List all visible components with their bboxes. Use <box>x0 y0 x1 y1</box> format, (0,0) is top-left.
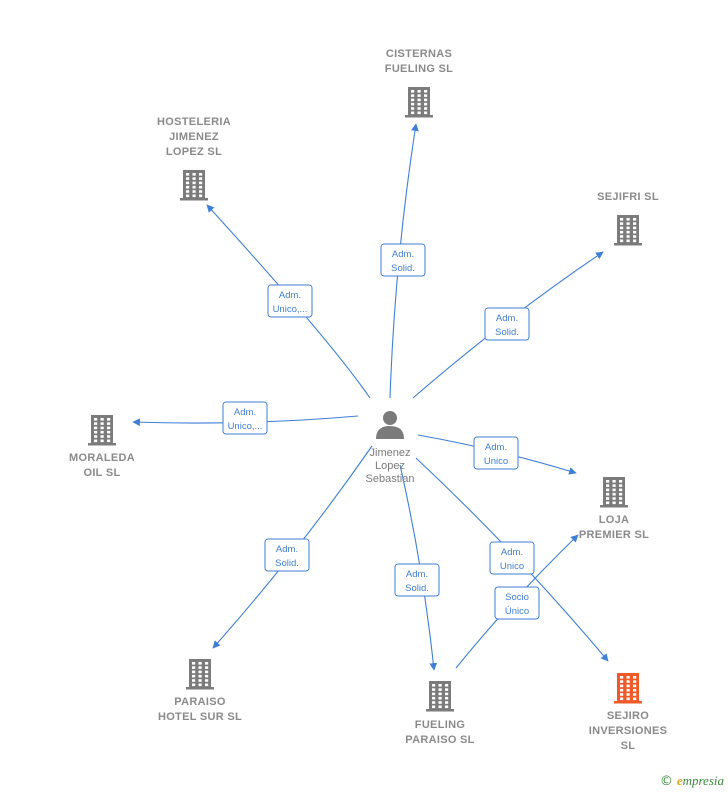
brand-initial: e <box>676 773 683 788</box>
company-label-loja-line: LOJA <box>599 514 630 526</box>
relation-badge-line: Único <box>505 606 529 617</box>
relation-badge-line: Adm. <box>234 407 256 418</box>
relation-badge[interactable]: Adm. Unico <box>473 436 519 470</box>
relation-badge-line: Solid. <box>495 327 519 338</box>
relation-badge-text: Adm. Unico <box>500 547 524 572</box>
relation-badge-text: Adm. Solid. <box>275 544 299 569</box>
relation-badge-line: Adm. <box>279 290 301 301</box>
company-building-icon-hosteleria[interactable] <box>180 170 208 201</box>
company-label-loja-line: PREMIER SL <box>579 529 649 541</box>
relation-badge[interactable]: Adm. Solid. <box>380 243 426 277</box>
company-label-cisternas: CISTERNAS FUELING SL <box>385 48 453 75</box>
person-icon[interactable] <box>376 411 404 439</box>
relation-badge-line: Unico <box>500 561 524 572</box>
company-label-fueling_paraiso-line: FUELING <box>415 719 465 731</box>
copyright-icon: © <box>659 774 673 789</box>
relation-badge-text: Adm. Unico <box>484 442 508 467</box>
company-label-cisternas-line: CISTERNAS <box>386 48 452 60</box>
company-label-paraiso_hotel-line: HOTEL SUR SL <box>158 711 242 723</box>
relation-badge[interactable]: Adm. Unico,... <box>222 401 268 435</box>
company-label-paraiso_hotel-line: PARAISO <box>174 696 226 708</box>
company-label-fueling_paraiso: FUELING PARAISO SL <box>405 719 474 746</box>
company-label-sejiro-line: INVERSIONES <box>589 725 668 737</box>
company-label-loja: LOJA PREMIER SL <box>579 514 649 541</box>
company-label-sejiro-line: SL <box>621 740 636 752</box>
relation-badge[interactable]: Adm. Solid. <box>264 538 310 572</box>
brand-footer: ©empresia <box>660 773 724 789</box>
relation-badge-line: Adm. <box>485 442 507 453</box>
relation-badge-line: Unico <box>484 456 508 467</box>
company-label-sejifri: SEJIFRI SL <box>597 191 659 203</box>
relation-badge-text: Adm. Unico,... <box>273 290 308 315</box>
relation-badge-line: Socio <box>505 592 529 603</box>
company-label-hosteleria-line: JIMENEZ <box>169 131 219 143</box>
relation-badge-line: Adm. <box>392 249 414 260</box>
relation-badge-text: Adm. Solid. <box>391 249 415 274</box>
company-label-sejiro-line: SEJIRO <box>607 710 649 722</box>
company-building-icon-paraiso_hotel[interactable] <box>186 659 214 690</box>
relation-edge-hosteleria <box>206 204 371 399</box>
relation-badge[interactable]: Adm. Solid. <box>484 307 530 341</box>
person-name-line: Lopez <box>375 460 405 472</box>
company-building-icon-sejiro[interactable] <box>614 673 642 704</box>
relation-badge-line: Unico,... <box>273 304 308 315</box>
company-label-moraleda-line: OIL SL <box>83 467 120 479</box>
company-label-paraiso_hotel: PARAISO HOTEL SUR SL <box>158 696 242 723</box>
company-label-cisternas-line: FUELING SL <box>385 63 453 75</box>
company-label-sejiro: SEJIRO INVERSIONES SL <box>589 710 668 752</box>
person-name-line: Sebastian <box>366 473 415 485</box>
company-label-hosteleria-line: LOPEZ SL <box>166 146 222 158</box>
brand-name: mpresia <box>682 773 724 788</box>
relation-badge-text: Adm. Unico,... <box>228 407 263 432</box>
company-label-fueling_paraiso-line: PARAISO SL <box>405 734 474 746</box>
relation-badge-line: Solid. <box>405 583 429 594</box>
relation-badge-line: Adm. <box>496 313 518 324</box>
company-label-moraleda: MORALEDA OIL SL <box>69 452 135 479</box>
relation-badge-line: Adm. <box>501 547 523 558</box>
company-label-hosteleria: HOSTELERIA JIMENEZ LOPEZ SL <box>157 116 231 158</box>
company-building-icon-cisternas[interactable] <box>405 87 433 118</box>
relation-badge[interactable]: Adm. Unico,... <box>267 284 313 318</box>
relation-badge-line: Adm. <box>276 544 298 555</box>
relation-badge-text: Adm. Solid. <box>495 313 519 338</box>
relation-badge-text: Adm. Solid. <box>405 569 429 594</box>
relation-badge-line: Unico,... <box>228 421 263 432</box>
company-building-icon-fueling_paraiso[interactable] <box>426 681 454 712</box>
relation-badge[interactable]: Adm. Solid. <box>394 563 440 597</box>
person-name-line: Jimenez <box>370 447 411 459</box>
company-label-sejifri-line: SEJIFRI SL <box>597 191 659 203</box>
company-building-icon-moraleda[interactable] <box>88 415 116 446</box>
company-building-icon-loja[interactable] <box>600 477 628 508</box>
relation-badge-line: Solid. <box>275 558 299 569</box>
relation-badge-line: Solid. <box>391 263 415 274</box>
company-building-icon-sejifri[interactable] <box>614 215 642 246</box>
company-label-hosteleria-line: HOSTELERIA <box>157 116 231 128</box>
company-label-moraleda-line: MORALEDA <box>69 452 135 464</box>
relation-badge[interactable]: Adm. Unico <box>489 541 535 575</box>
relation-badge-line: Adm. <box>406 569 428 580</box>
